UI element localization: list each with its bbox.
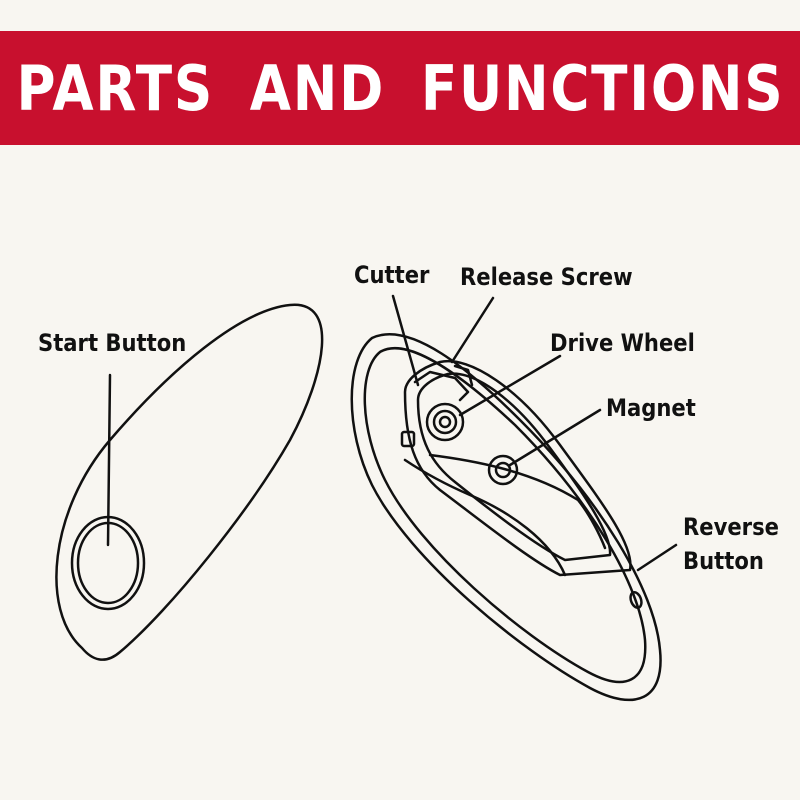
drive-wheel-label: Drive Wheel [550,329,695,357]
compartment-ledge [403,458,567,577]
cutter-label: Cutter [354,261,430,289]
drive-wheel-outer [425,402,465,442]
reverse-button-label-line1: Reverse [683,513,779,541]
magnet-outer [487,454,519,486]
cutter-blade [413,370,470,402]
reverse-button-leader [636,543,678,572]
device-top-outline [55,303,324,661]
compartment-outer [403,359,632,577]
title-banner: PARTS AND FUNCTIONS [0,31,800,145]
magnet-leader [508,408,602,467]
compartment-inner [416,372,612,562]
reverse-button-dot [629,591,643,609]
release-screw-label: Release Screw [460,263,633,291]
magnet-inner [494,461,512,479]
device-bottom-outline [350,333,662,702]
page-title: PARTS AND FUNCTIONS [16,51,784,125]
start-button-label: Start Button [38,329,187,357]
reverse-button-label-line2: Button [683,547,764,575]
compartment-floor [428,453,607,550]
start-button-leader [106,373,112,547]
drive-wheel-hub [438,415,452,429]
device-bottom-view [350,333,662,702]
device-bottom-rim [363,346,647,684]
release-screw-leader [450,296,495,364]
release-screw-housing [453,364,474,387]
drive-wheel-mid [432,409,458,435]
cutter-leader [391,294,420,387]
drive-wheel-leader [458,354,562,417]
magnet-label: Magnet [606,394,696,422]
cutter-tab [400,430,416,448]
